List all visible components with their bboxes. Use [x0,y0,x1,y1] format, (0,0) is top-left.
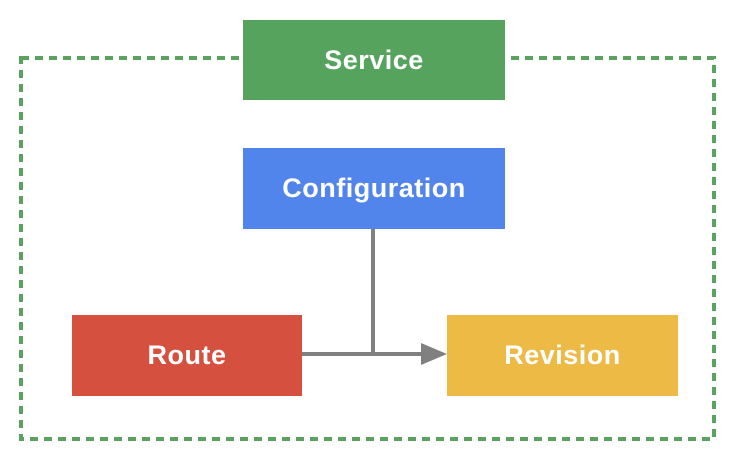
node-route: Route [72,315,302,396]
node-service-label: Service [324,44,424,75]
node-configuration-label: Configuration [282,173,466,203]
node-revision: Revision [447,315,678,396]
arrowhead-into-revision [421,343,447,365]
node-service: Service [243,20,505,100]
service-boundary-dashed-rect [19,56,716,441]
node-configuration: Configuration [243,148,505,229]
node-revision-label: Revision [504,340,621,370]
node-route-label: Route [147,340,227,370]
